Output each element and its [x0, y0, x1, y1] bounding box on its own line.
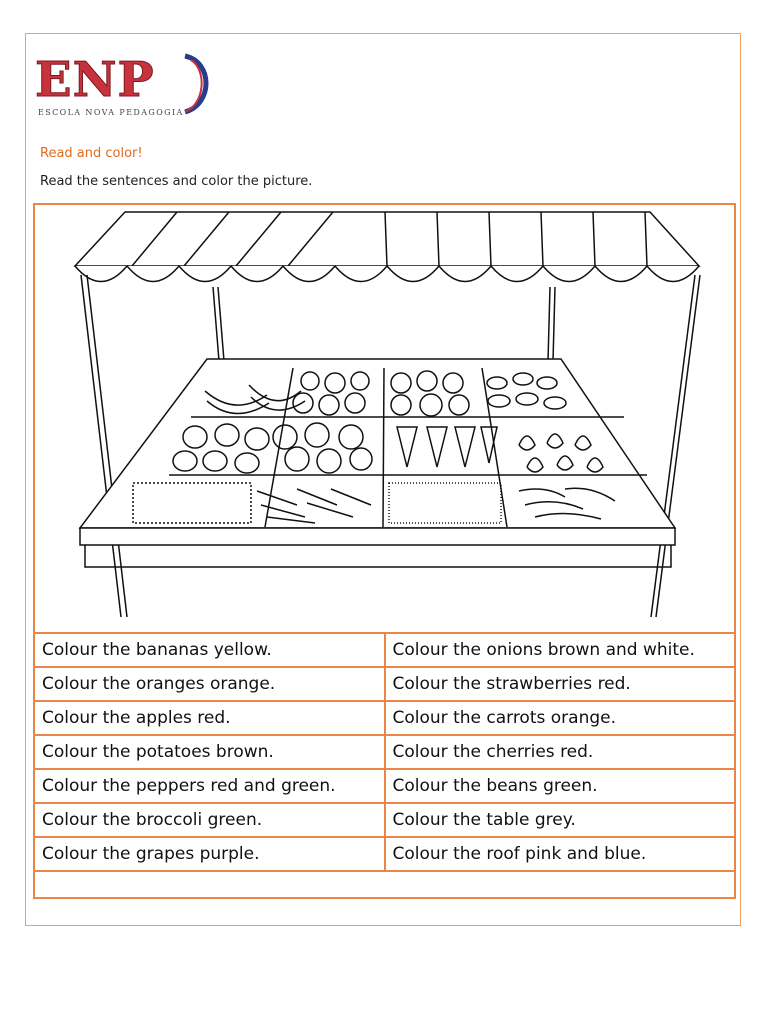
task-cell: Colour the beans green.	[383, 768, 736, 804]
broccoli-drawing	[272, 422, 373, 474]
table-row: Colour the oranges orange. Colour the st…	[33, 666, 736, 702]
bananas-drawing	[204, 384, 306, 415]
task-cell: Colour the cherries red.	[383, 734, 736, 770]
task-cell: Colour the table grey.	[383, 802, 736, 838]
table-row: Colour the potatoes brown. Colour the ch…	[33, 734, 736, 770]
market-stall-picture	[73, 211, 701, 618]
apples-drawing	[390, 370, 470, 417]
table-row: Colour the apples red. Colour the carrot…	[33, 700, 736, 736]
logo-subtitle: ESCOLA NOVA PEDAGOGIA	[38, 108, 184, 117]
task-cell: Colour the apples red.	[33, 700, 386, 736]
strawberries-drawing	[132, 482, 252, 524]
task-cell: Colour the grapes purple.	[33, 836, 386, 872]
logo-swoosh-icon	[184, 53, 209, 115]
task-cell: Colour the onions brown and white.	[383, 632, 736, 668]
table-row: Colour the grapes purple. Colour the roo…	[33, 836, 736, 872]
cherries-drawing	[388, 482, 502, 524]
worksheet-page	[25, 33, 741, 926]
task-table: Colour the bananas yellow. Colour the on…	[33, 632, 736, 872]
onions-drawing	[518, 433, 604, 473]
logo-title: ENP	[35, 52, 155, 109]
peppers-drawing	[172, 423, 270, 474]
task-cell: Colour the oranges orange.	[33, 666, 386, 702]
worksheet-instruction: Read the sentences and color the picture…	[40, 174, 313, 189]
activity-frame	[33, 203, 736, 899]
table-row: Colour the peppers red and green. Colour…	[33, 768, 736, 804]
table-row: Colour the broccoli green. Colour the ta…	[33, 802, 736, 838]
grapes-drawing	[396, 426, 498, 468]
task-cell: Colour the carrots orange.	[383, 700, 736, 736]
task-cell: Colour the bananas yellow.	[33, 632, 386, 668]
potatoes-drawing	[486, 372, 567, 410]
oranges-drawing	[292, 371, 370, 416]
task-cell: Colour the peppers red and green.	[33, 768, 386, 804]
awning-stripes	[131, 211, 648, 267]
table-row: Colour the bananas yellow. Colour the on…	[33, 632, 736, 668]
task-cell: Colour the strawberries red.	[383, 666, 736, 702]
enp-logo: ENP ESCOLA NOVA PEDAGOGIA	[35, 48, 210, 123]
beans-drawing	[518, 487, 616, 520]
carrots-drawing	[256, 488, 372, 524]
task-cell: Colour the potatoes brown.	[33, 734, 386, 770]
task-cell: Colour the roof pink and blue.	[383, 836, 736, 872]
task-cell: Colour the broccoli green.	[33, 802, 386, 838]
worksheet-heading: Read and color!	[40, 146, 143, 161]
